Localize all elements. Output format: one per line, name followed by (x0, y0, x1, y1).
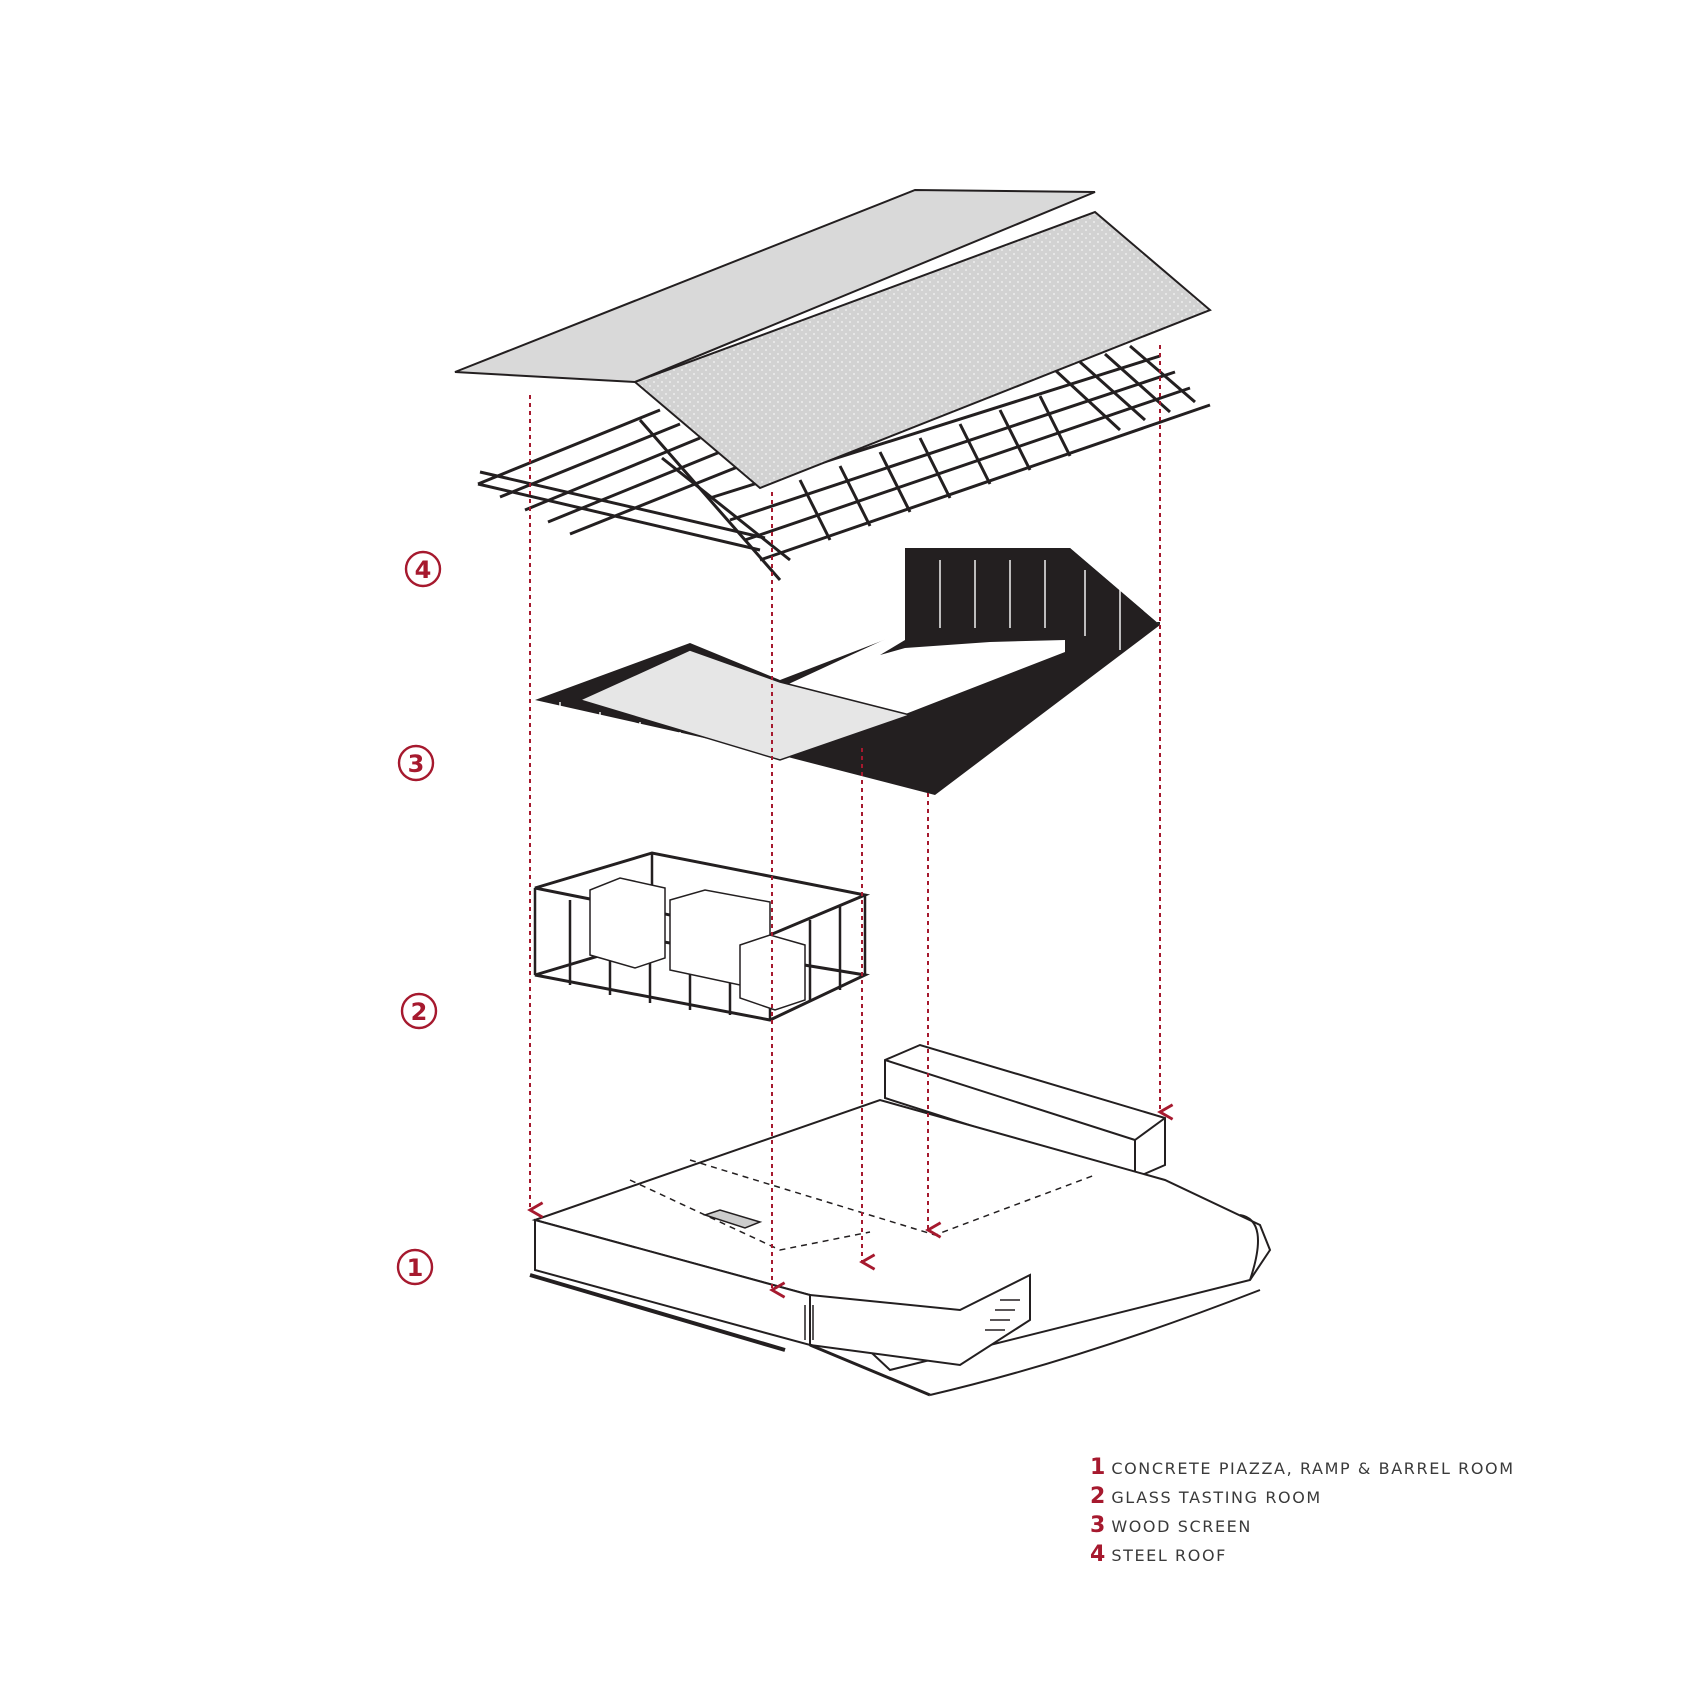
legend-number: 2 (1090, 1484, 1106, 1509)
legend-item-2: 2 GLASS TASTING ROOM (1090, 1482, 1515, 1511)
layer-marker-2: 2 (400, 992, 438, 1030)
alignment-arrows (527, 345, 1174, 1299)
layer-marker-1: 1 (396, 1248, 434, 1286)
steel-roof-layer (454, 188, 1212, 581)
legend-number: 3 (1090, 1513, 1106, 1538)
roof-panel-back (454, 188, 1096, 384)
glass-room-interior (589, 877, 806, 1011)
legend-text: STEEL ROOF (1111, 1546, 1227, 1565)
svg-text:1: 1 (407, 1254, 424, 1282)
legend-number: 1 (1090, 1455, 1106, 1480)
wood-screen-courtyard (780, 630, 1065, 720)
svg-text:2: 2 (411, 998, 428, 1026)
barrel-room (884, 1043, 1166, 1180)
svg-text:4: 4 (415, 556, 432, 584)
legend-number: 4 (1090, 1542, 1106, 1567)
legend-text: WOOD SCREEN (1111, 1517, 1252, 1536)
wood-screen-slats (559, 560, 1121, 772)
piazza-curved-edge (1239, 1214, 1259, 1281)
legend-text: GLASS TASTING ROOM (1111, 1488, 1322, 1507)
wood-screen-slab (577, 649, 913, 761)
layer-marker-4: 4 (404, 550, 442, 588)
legend-item-1: 1 CONCRETE PIAZZA, RAMP & BARREL ROOM (1090, 1453, 1515, 1482)
layer-marker-3: 3 (397, 744, 435, 782)
roof-panel-front (633, 210, 1212, 490)
layer-markers: 4 3 2 1 (396, 550, 442, 1286)
roof-grid-right (709, 344, 1211, 562)
glass-tasting-room-layer (533, 851, 871, 1022)
legend-item-3: 3 WOOD SCREEN (1090, 1511, 1515, 1540)
legend-item-4: 4 STEEL ROOF (1090, 1540, 1515, 1569)
piazza-skylight (702, 1209, 763, 1229)
svg-text:3: 3 (408, 750, 425, 778)
legend: 1 CONCRETE PIAZZA, RAMP & BARREL ROOM 2 GL… (1090, 1453, 1515, 1569)
wood-screen-layer (535, 548, 1160, 795)
legend-text: CONCRETE PIAZZA, RAMP & BARREL ROOM (1111, 1459, 1515, 1478)
ramp-stair-lines (804, 1299, 1020, 1340)
wood-screen-rear-wall (905, 548, 1160, 632)
